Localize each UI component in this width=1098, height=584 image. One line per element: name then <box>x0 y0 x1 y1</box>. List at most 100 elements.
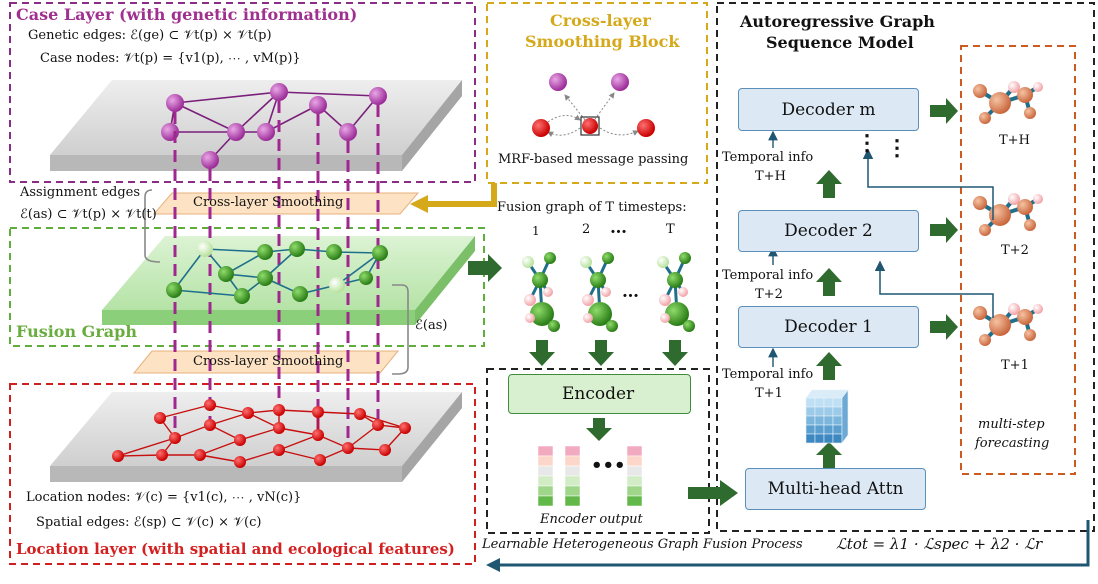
vertical-connectors <box>173 101 380 448</box>
forecast-node <box>1033 194 1043 204</box>
forecast-node <box>989 92 1011 114</box>
mrf-caption: MRF-based message passing <box>498 152 689 167</box>
timestep-node <box>580 256 592 268</box>
timestep-node <box>532 272 548 288</box>
forecast-node <box>1033 82 1043 92</box>
temporal-step-1: T+1 <box>755 386 783 401</box>
timestep-node <box>678 287 688 297</box>
timestep-node <box>683 320 695 332</box>
forecast-node <box>1017 309 1033 325</box>
forecast-node <box>1017 199 1033 215</box>
attention-cube-cell <box>814 415 825 426</box>
timestep-node <box>602 252 614 264</box>
attention-cube-cell <box>823 424 834 435</box>
location-plate <box>50 392 462 482</box>
encoder-output-bars <box>537 445 643 507</box>
fusion-sequence-title: Fusion graph of T timesteps: <box>497 200 687 215</box>
attention-cube-cell <box>832 397 843 408</box>
encoder-output-ellipsis: ••• <box>591 455 626 476</box>
encoder-box <box>508 374 691 414</box>
timestep-node <box>524 294 536 306</box>
forecast-node <box>979 224 991 236</box>
attention-cube-cell <box>832 406 843 417</box>
forecasting-frame <box>960 45 1076 475</box>
timestep-1: 1 <box>532 224 540 238</box>
timestep-node <box>543 287 553 297</box>
fusion-graph-title: Fusion Graph <box>16 322 137 341</box>
encoder-bar-cell <box>537 495 554 507</box>
forecast-node <box>979 334 991 346</box>
temporal-info-2: Temporal info <box>722 268 814 283</box>
forecast-node <box>989 314 1011 336</box>
encoder-bar-cell <box>564 465 581 477</box>
decoder-dots-1: ⋮ <box>856 130 878 156</box>
autoregressive-title-2: Sequence Model <box>766 33 914 52</box>
attention-cube-cell <box>823 433 834 444</box>
attention-cube-cell <box>805 397 816 408</box>
encoder-bar-cell <box>564 445 581 457</box>
timestep-node <box>660 313 670 323</box>
timestep-node <box>606 320 618 332</box>
location-layer-frame <box>9 383 476 565</box>
attention-cube-cell <box>832 424 843 435</box>
timestep-graph-2 <box>580 252 618 332</box>
timestep-node <box>679 252 691 264</box>
timestep-node <box>544 252 556 264</box>
molecule-ellipsis: … <box>622 282 639 302</box>
attention-cube-cell <box>805 406 816 417</box>
assignment-brace <box>144 189 161 263</box>
attention-cube-side <box>841 389 849 444</box>
encoder-label: Encoder <box>562 384 635 404</box>
attention-cube-cell <box>805 424 816 435</box>
spatial-edges-label: Spatial edges: ℰ(sp) ⊂ 𝒱(c) × 𝒱(c) <box>36 515 262 530</box>
encoder-bar-cell <box>537 475 554 487</box>
flow-arrows <box>468 98 958 506</box>
timestep-ellipsis: … <box>610 218 627 238</box>
forecast-node <box>989 204 1011 226</box>
forecast-node <box>1008 81 1020 93</box>
forecast-node <box>1017 87 1033 103</box>
timestep-node <box>588 302 612 326</box>
encoder-bar-3 <box>626 445 643 507</box>
feedback-lines <box>862 148 994 318</box>
encoder-bar-cell <box>537 485 554 497</box>
forecast-label-H: T+H <box>999 133 1030 148</box>
timestep-node <box>657 256 669 268</box>
case-nodes-label: Case nodes: 𝒱t(p) = {v1(p), ⋯ , vM(p)} <box>40 51 301 66</box>
timestep-node <box>530 302 554 326</box>
timestep-graph-1 <box>522 252 560 332</box>
mrf-graph <box>532 73 655 137</box>
decoder-dots-2: ⋮ <box>886 135 908 161</box>
encoder-frame <box>486 368 710 534</box>
timestep-node <box>583 313 593 323</box>
timestep-node <box>590 272 606 288</box>
assignment-formula: ℰ(as) ⊂ 𝒱t(p) × 𝒱t(t) <box>20 207 157 222</box>
smoothing-block-frame <box>486 2 708 184</box>
upper-smoothing-slab <box>152 192 420 215</box>
forecast-graph-1 <box>973 81 1043 124</box>
attention-cube-cell <box>814 397 825 408</box>
fusion-timestep-graphs <box>522 252 695 332</box>
forecast-label-1: T+1 <box>1001 358 1029 373</box>
forecast-node <box>1024 219 1036 231</box>
encoder-bar-cell <box>626 475 643 487</box>
encoder-bar-cell <box>626 465 643 477</box>
temporal-info-1: Temporal info <box>722 367 814 382</box>
loss-formula: ℒtot = λ1 · ℒspec + λ2 · ℒr <box>836 535 1043 553</box>
attention-cube-cell <box>814 424 825 435</box>
autoregressive-frame <box>716 2 1095 532</box>
forecast-node <box>1024 329 1036 341</box>
timestep-node <box>601 287 611 297</box>
encoder-bar-cell <box>537 455 554 467</box>
smoothing-block-title-2: Smoothing Block <box>525 32 680 51</box>
forecast-node <box>1033 304 1043 314</box>
temporal-info-m: Temporal info <box>722 150 814 165</box>
encoder-bar-cell <box>626 485 643 497</box>
upper-smoothing-label: Cross-layer Smoothing <box>193 195 344 210</box>
forecast-node <box>1024 107 1036 119</box>
attention-feature-cube <box>805 389 849 444</box>
genetic-edges-label: Genetic edges: ℰ(ge) ⊂ 𝒱t(p) × 𝒱t(p) <box>28 28 272 43</box>
encoder-output-label: Encoder output <box>540 512 643 527</box>
encoder-bar-cell <box>537 465 554 477</box>
encoder-bar-cell <box>626 445 643 457</box>
